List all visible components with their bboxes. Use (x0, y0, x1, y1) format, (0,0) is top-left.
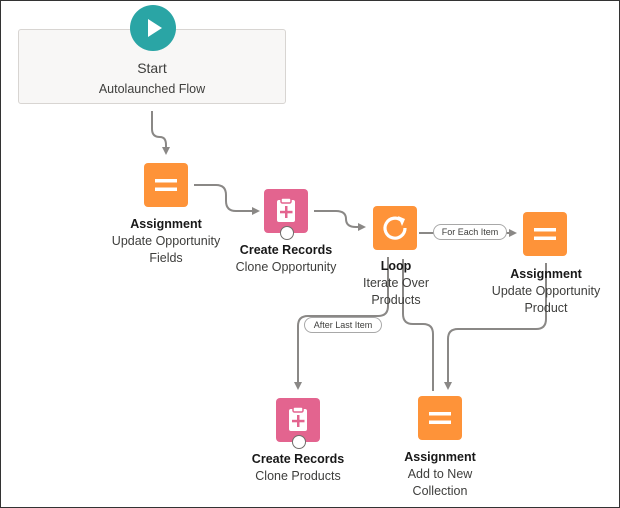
create-records-node-1[interactable] (264, 189, 308, 233)
start-subtitle: Autolaunched Flow (98, 82, 206, 96)
assignment-node-2-label: Assignment Update Opportunity Product (491, 267, 601, 315)
assignment-node-3-label: Assignment Add to New Collection (404, 450, 476, 498)
start-play-icon (130, 5, 176, 51)
loop-node-label: Loop Iterate Over Products (363, 259, 429, 307)
assignment-node-3[interactable] (418, 396, 462, 440)
assignment-node-2[interactable] (523, 212, 567, 256)
loop-icon (383, 216, 407, 240)
connector-start-to-assign1 (151, 111, 170, 155)
assignment-node-1-label: Assignment Update Opportunity Fields (111, 217, 221, 265)
connector-assign2-to-assign3 (444, 263, 547, 390)
connector-loop-to-create2 (294, 257, 389, 390)
create-records-node-1-label: Create Records Clone Opportunity (235, 243, 337, 274)
clipboard-plus-icon (277, 197, 295, 222)
clipboard-plus-icon (289, 406, 307, 431)
loop-node[interactable] (373, 206, 417, 250)
equals-icon (534, 228, 556, 240)
equals-icon (155, 179, 177, 191)
start-title: Start (137, 60, 167, 76)
connector-create1-to-loop (314, 210, 366, 231)
assignment-node-1[interactable] (144, 163, 188, 207)
connector-assign1-to-create1 (194, 184, 260, 215)
create-records-node-2-fault-connector[interactable] (292, 435, 306, 449)
for-each-item-pill[interactable]: For Each Item (433, 224, 507, 240)
create-records-node-1-fault-connector[interactable] (280, 226, 294, 240)
connector-assign3-back-to-loop (402, 259, 434, 391)
create-records-node-2[interactable] (276, 398, 320, 442)
after-last-item-pill[interactable]: After Last Item (304, 317, 382, 333)
equals-icon (429, 412, 451, 424)
create-records-node-2-label: Create Records Clone Products (251, 452, 345, 483)
